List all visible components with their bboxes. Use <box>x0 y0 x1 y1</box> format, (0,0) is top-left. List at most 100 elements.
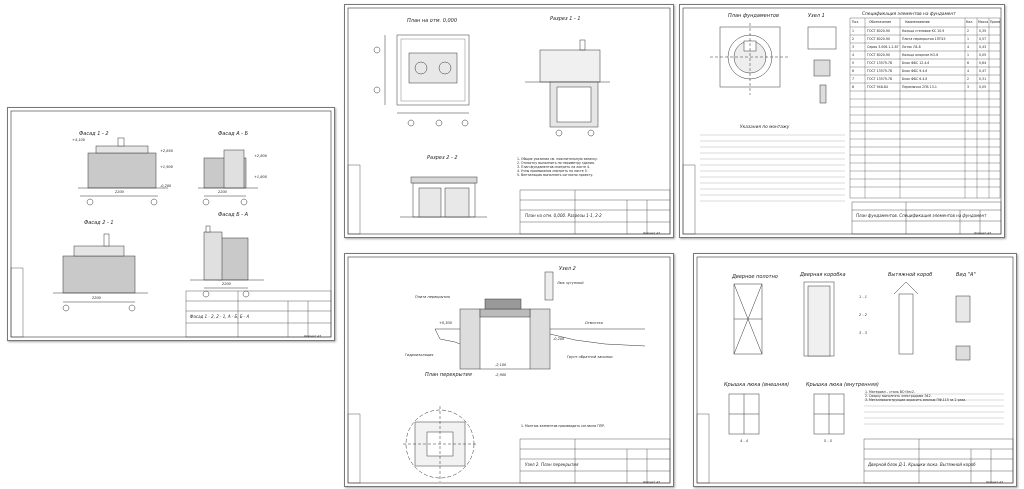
format-label: Формат А3 <box>643 480 661 484</box>
view-title: Вид "А" <box>956 272 976 278</box>
callout-label: Люк чугунный <box>557 281 584 285</box>
spec-cell: 4 <box>967 45 970 49</box>
dimension-label: 2200 <box>218 190 227 194</box>
sheet-section[interactable]: План перекрытия Узел 2 Люк чугунный Плит… <box>344 253 674 487</box>
spec-header-cell: Кол. <box>966 20 974 24</box>
view-title: Дверная коробка <box>800 272 846 278</box>
elevation-mark: -2,100 <box>495 363 507 367</box>
sheet-facades[interactable]: Фасад 1 - 2 Фасад А - Б Фасад 2 - 1 Фаса… <box>7 107 335 341</box>
view-title: Фасад А - Б <box>218 131 249 137</box>
door-frame <box>803 281 835 357</box>
note-line: 4. Узлы примыкания смотреть на листе 5. <box>517 169 588 174</box>
spec-header-cell: Обозначение <box>869 20 892 24</box>
elevation-mark: -2,900 <box>495 373 507 377</box>
hatch-covers <box>728 393 845 435</box>
view-title: План на отм. 0,000 <box>407 18 458 24</box>
spec-cell: 0,35 <box>979 29 987 33</box>
view-title: Фасад 1 - 2 <box>79 131 109 137</box>
section-mark: 1 - 1 <box>859 295 867 299</box>
callout-label: Гидроизоляция <box>405 353 434 357</box>
spec-cell: Блок ФБС 9.4.6 <box>902 69 928 73</box>
spec-cell: 1 <box>967 37 970 41</box>
title-block <box>851 201 1002 235</box>
spec-cell: Лоток Л4-8 <box>902 45 921 49</box>
dimension-label: 2200 <box>222 282 231 286</box>
spec-cell: Плита перекрытия 1ПП15 <box>902 37 946 41</box>
callout-label: Отмостка <box>585 321 603 325</box>
section-mark: 5 - 5 <box>824 439 832 443</box>
spec-cell: ГОСТ 8020-90 <box>867 37 890 41</box>
sheet-foundation[interactable]: План фундаментов Узел 1 Спецификация эле… <box>679 4 1005 238</box>
elevation-mark: -0,200 <box>160 184 172 188</box>
foundation-plan <box>710 23 837 104</box>
foundation-drawing <box>682 7 1002 235</box>
spec-cell: 7 <box>852 77 855 81</box>
note-line: 5. Вентиляцию выполнить согласно проекту… <box>517 173 594 178</box>
elevation-mark: +1,800 <box>254 175 267 179</box>
sheet-plan[interactable]: План на отм. 0,000 Разрез 1 - 1 Разрез 2… <box>344 4 674 238</box>
view-title: План перекрытия <box>425 372 472 378</box>
spec-cell: Блок ФБС 12.4.6 <box>902 61 930 65</box>
spec-cell: 6 <box>852 69 855 73</box>
dimension-label: 2200 <box>92 296 101 300</box>
title-block <box>863 438 1014 484</box>
title-block <box>519 438 671 484</box>
spec-cell: 3 <box>967 85 970 89</box>
section-mark: 2 - 2 <box>859 313 867 317</box>
view-title: Фасад Б - А <box>218 212 249 218</box>
spec-cell: ГОСТ 13579-78 <box>867 69 892 73</box>
spec-cell: ГОСТ 13579-78 <box>867 77 892 81</box>
floor-plan <box>373 34 470 127</box>
facades-drawing <box>10 110 332 338</box>
spec-header-cell: Примеч. <box>990 20 1000 24</box>
spec-cell: Серия 3.006.1-2.87 <box>867 45 899 49</box>
doors-notes: 1. Материал – сталь ВСт3пс2. 2. Сварку в… <box>865 390 966 402</box>
notes-lines <box>864 393 1004 425</box>
spec-cell: ГОСТ 8020-90 <box>867 53 890 57</box>
view-title: Разрез 2 - 2 <box>427 155 458 161</box>
note-line: 2. Сварку выполнять электродами Э42. <box>865 394 932 399</box>
format-label: Формат А3 <box>304 334 322 338</box>
doors-drawing <box>696 256 1014 484</box>
spec-header-cell: Масса ед., кг <box>978 20 989 24</box>
facade-1-2 <box>78 137 168 206</box>
facade-2-1 <box>53 233 148 312</box>
spec-cell: Кольцо опорное КО-6 <box>902 53 939 57</box>
spec-cell: 2 <box>967 29 970 33</box>
spec-cell: ГОСТ 8020-90 <box>867 29 890 33</box>
spec-cell: 3 <box>852 45 855 49</box>
view-title: Крышка люка (внешняя) <box>724 382 790 388</box>
section-drawing <box>347 256 671 484</box>
spec-cell: 0,57 <box>979 37 987 41</box>
view-title: План фундаментов <box>728 13 779 19</box>
notes-title: Указания по монтажу <box>740 125 790 130</box>
spec-cell: 0,64 <box>979 61 987 65</box>
spec-header-cell: Наименование <box>905 20 930 24</box>
titleblock-text: План фундаментов. Спецификация элементов… <box>856 213 987 218</box>
view-title: Дверное полотно <box>732 274 778 280</box>
elevation-mark: +2,850 <box>160 149 173 153</box>
spec-cell: Кольцо стеновое КС 10.9 <box>902 29 945 33</box>
spec-cell: 0,43 <box>979 45 987 49</box>
spec-cell: 0,05 <box>979 53 987 57</box>
format-label: Формат А3 <box>974 231 992 235</box>
mounting-notes <box>700 134 845 202</box>
spec-table <box>849 17 1001 199</box>
sheet-doors[interactable]: Дверное полотно Дверная коробка Вытяжной… <box>693 253 1017 487</box>
cover-plan <box>403 406 477 482</box>
spec-cell: Блок ФБС 6.4.6 <box>902 77 928 81</box>
titleblock-text: Фасад 1 - 2, 2 - 1, А - Б, Б - А <box>190 314 250 319</box>
note-line: 3. План фундаментов смотреть на листе 4. <box>517 165 591 170</box>
note-line: 2. Отмостку выполнить по периметру здани… <box>517 161 595 166</box>
callout-label: Грунт обратной засыпки <box>567 355 613 359</box>
door-leaf <box>733 283 763 355</box>
format-label: Формат А3 <box>986 480 1004 484</box>
elevation-mark: +0,300 <box>439 321 452 325</box>
spec-cell: 5 <box>852 61 855 65</box>
spec-cell: 8 <box>852 85 855 89</box>
